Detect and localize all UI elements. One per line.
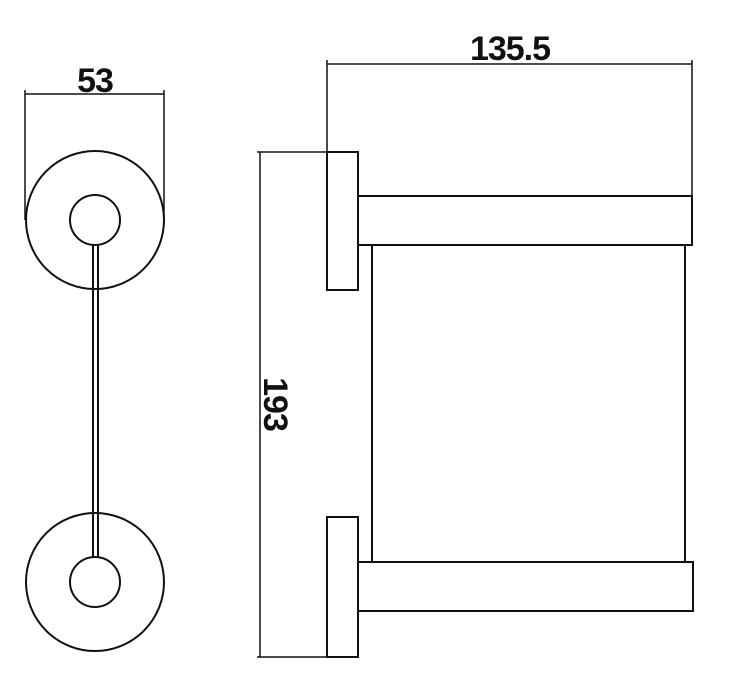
width-dimension-label: 53: [77, 62, 113, 100]
top-arm: [357, 195, 693, 246]
top-mounting-plate: [25, 150, 165, 290]
depth-dimension-label: 135.5: [470, 30, 550, 68]
top-wall-plate: [326, 151, 359, 291]
bottom-wall-plate: [326, 516, 359, 658]
bottom-mounting-plate: [25, 512, 165, 652]
front-view: 135.5 193: [256, 30, 694, 658]
top-bar-end: [69, 194, 121, 246]
bottom-bar-end: [69, 556, 121, 608]
height-dimension-label: 193: [256, 377, 294, 431]
bottom-arm: [357, 561, 694, 612]
side-view: 53: [24, 62, 165, 652]
